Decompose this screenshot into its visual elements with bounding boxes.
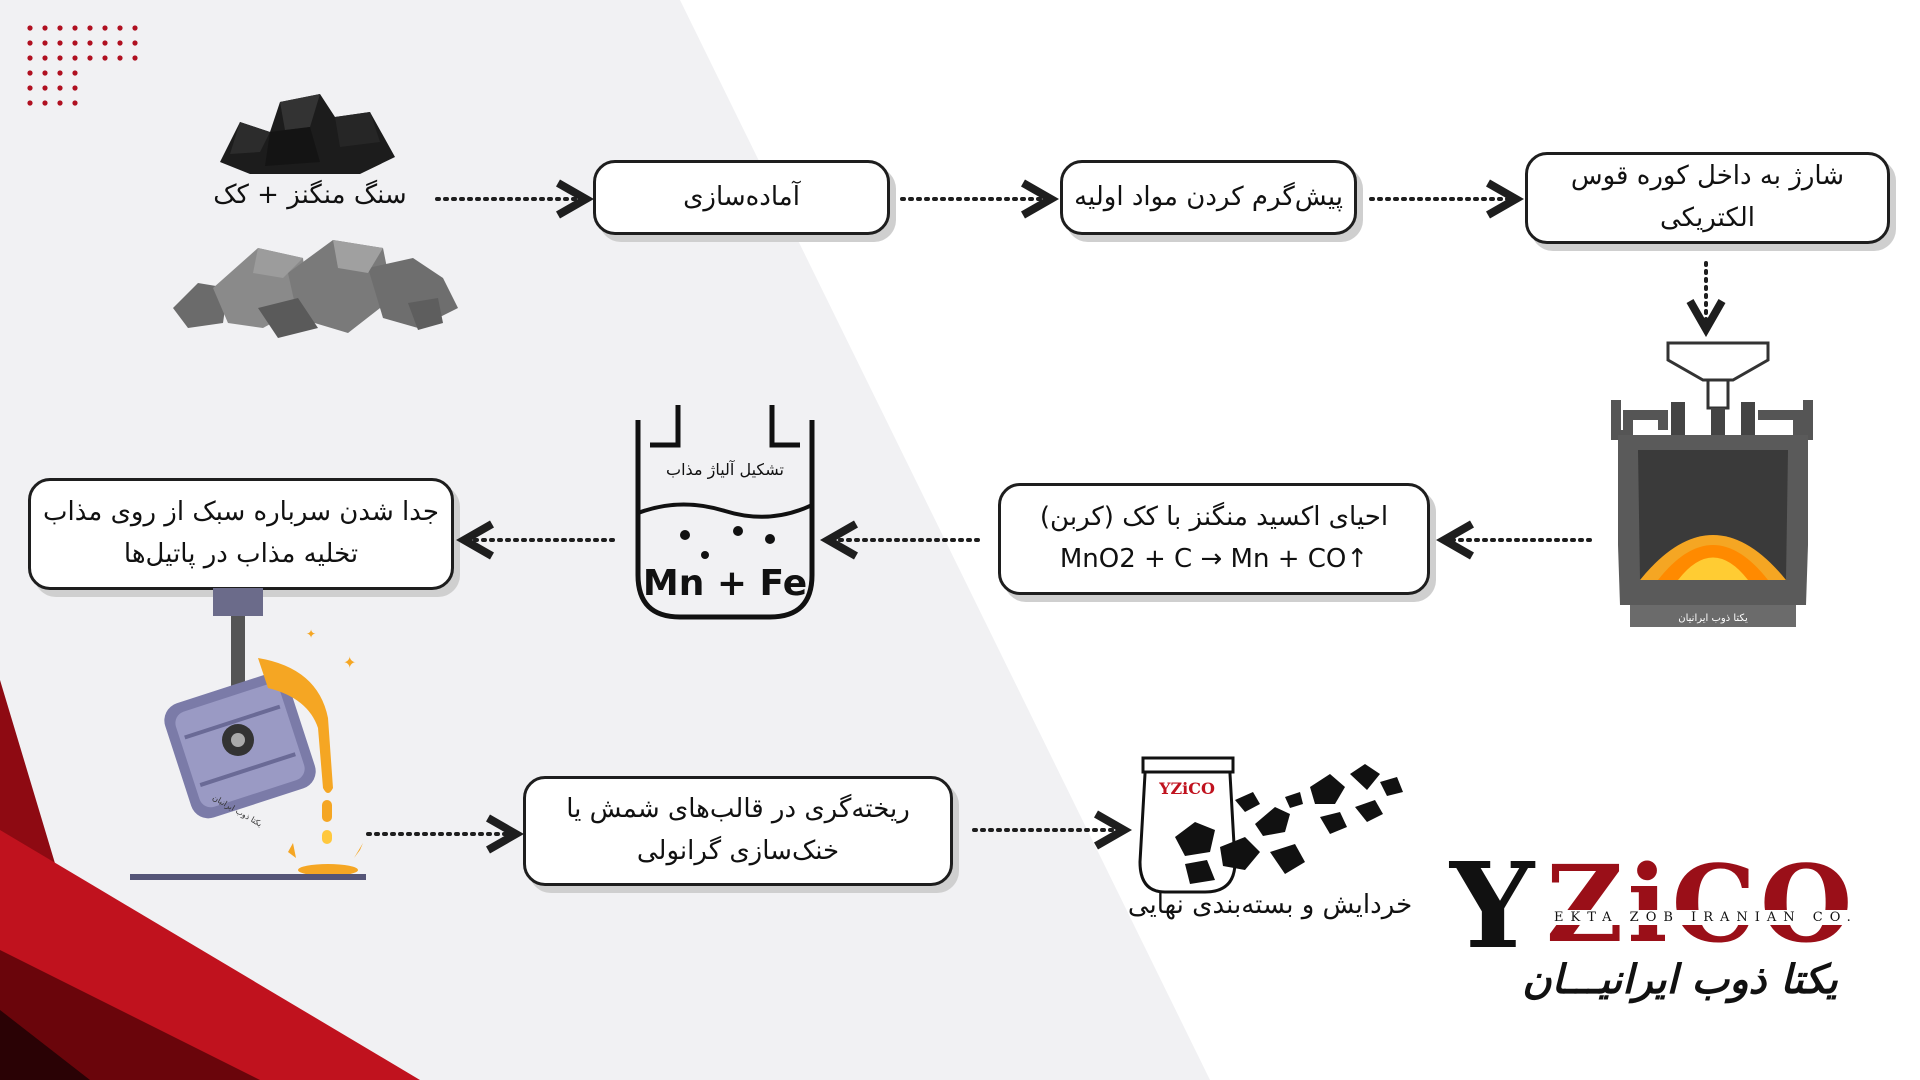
electric-arc-furnace-icon: یکتا ذوب ایرانیان (1611, 341, 1813, 627)
decor-dot (42, 70, 48, 76)
decor-dot (27, 100, 33, 106)
decor-dot (87, 55, 93, 61)
decor-dot (132, 25, 138, 31)
decor-dot (42, 40, 48, 46)
decor-dot (27, 40, 33, 46)
alloy-formula: Mn + Fe (643, 563, 807, 604)
raw-materials-label: سنگ منگنز + کک (213, 180, 407, 210)
charge-furnace-step: شارژ به داخل کوره قوس الکتریکی (1525, 152, 1890, 244)
preheat-text: پیش‌گرم کردن مواد اولیه (1074, 181, 1343, 212)
logo-tagline: EKTA ZOB IRANIAN CO. (1550, 910, 1862, 925)
preheat-step: پیش‌گرم کردن مواد اولیه (1060, 160, 1357, 235)
decor-dot (27, 70, 33, 76)
bag-logo: YZiCO (1158, 779, 1215, 798)
separation-step: جدا شدن سرباره سبک از روی مذاب تخلیه مذا… (28, 478, 454, 590)
decor-dot (57, 40, 63, 46)
decor-dot (132, 40, 138, 46)
dot-pattern (27, 25, 138, 106)
preparation-step: آماده‌سازی (593, 160, 890, 235)
crucible-icon: تشکیل آلیاژ مذاب Mn + Fe (635, 405, 815, 620)
separation-text-2: تخلیه مذاب در پاتیل‌ها (123, 539, 359, 569)
casting-step: ریخته‌گری در قالب‌های شمش یا خنک‌سازی گر… (523, 776, 953, 886)
decor-dot (132, 55, 138, 61)
decor-dot (42, 85, 48, 91)
reduction-text-1: احیای اکسید منگنز با کک (کربن) (1039, 502, 1389, 533)
decor-dot (117, 55, 123, 61)
casting-text-1: ریخته‌گری در قالب‌های شمش یا (566, 794, 910, 825)
brand-logo: Y ZiCO EKTA ZOB IRANIAN CO. یکتا ذوب ایر… (1450, 847, 1890, 1015)
decor-dot (72, 25, 78, 31)
logo-letters-zico: ZiCO (1546, 841, 1857, 966)
preparation-text: آماده‌سازی (683, 181, 800, 212)
decor-dot (117, 40, 123, 46)
decor-dot (42, 25, 48, 31)
decor-dot (42, 100, 48, 106)
decor-dot (72, 40, 78, 46)
decor-dot (72, 55, 78, 61)
decor-dot (72, 85, 78, 91)
decor-dot (27, 25, 33, 31)
decor-dot (117, 25, 123, 31)
coke-pile-icon (220, 94, 395, 174)
svg-text:✦: ✦ (343, 653, 356, 672)
reduction-formula: MnO2 + C → Mn + CO↑ (1059, 544, 1369, 574)
manganese-ore-icon (173, 240, 458, 338)
furnace-caption: یکتا ذوب ایرانیان (1678, 613, 1748, 624)
decor-dot (42, 55, 48, 61)
decor-dot (72, 70, 78, 76)
charge-furnace-text: شارژ به داخل کوره قوس الکتریکی (1570, 161, 1845, 233)
decor-dot (102, 55, 108, 61)
decor-dot (57, 70, 63, 76)
logo-letter-y: Y (1450, 836, 1535, 975)
decor-dot (72, 100, 78, 106)
decor-dot (102, 40, 108, 46)
logo-persian-name: یکتا ذوب ایرانیـــان (1522, 957, 1838, 1003)
decor-dot (57, 55, 63, 61)
product-bag-icon: YZiCO (1138, 756, 1403, 894)
decor-dot (57, 100, 63, 106)
decor-dot (27, 85, 33, 91)
casting-text-2: خنک‌سازی گرانولی (636, 836, 840, 866)
svg-text:✦: ✦ (306, 627, 316, 641)
decor-dot (87, 25, 93, 31)
crushing-packaging-label: خردایش و بسته‌بندی نهایی (1127, 890, 1413, 920)
decor-dot (57, 25, 63, 31)
decor-dot (87, 40, 93, 46)
decor-dot (27, 55, 33, 61)
alloy-label: تشکیل آلیاژ مذاب (666, 460, 784, 480)
separation-text-1: جدا شدن سرباره سبک از روی مذاب (43, 497, 439, 528)
decor-dot (57, 85, 63, 91)
pouring-ladle-icon: ✦ ✦ یکتا ذوب ایرانیان (130, 588, 366, 880)
decor-dot (102, 25, 108, 31)
reduction-step: احیای اکسید منگنز با کک (کربن) MnO2 + C … (998, 483, 1430, 595)
